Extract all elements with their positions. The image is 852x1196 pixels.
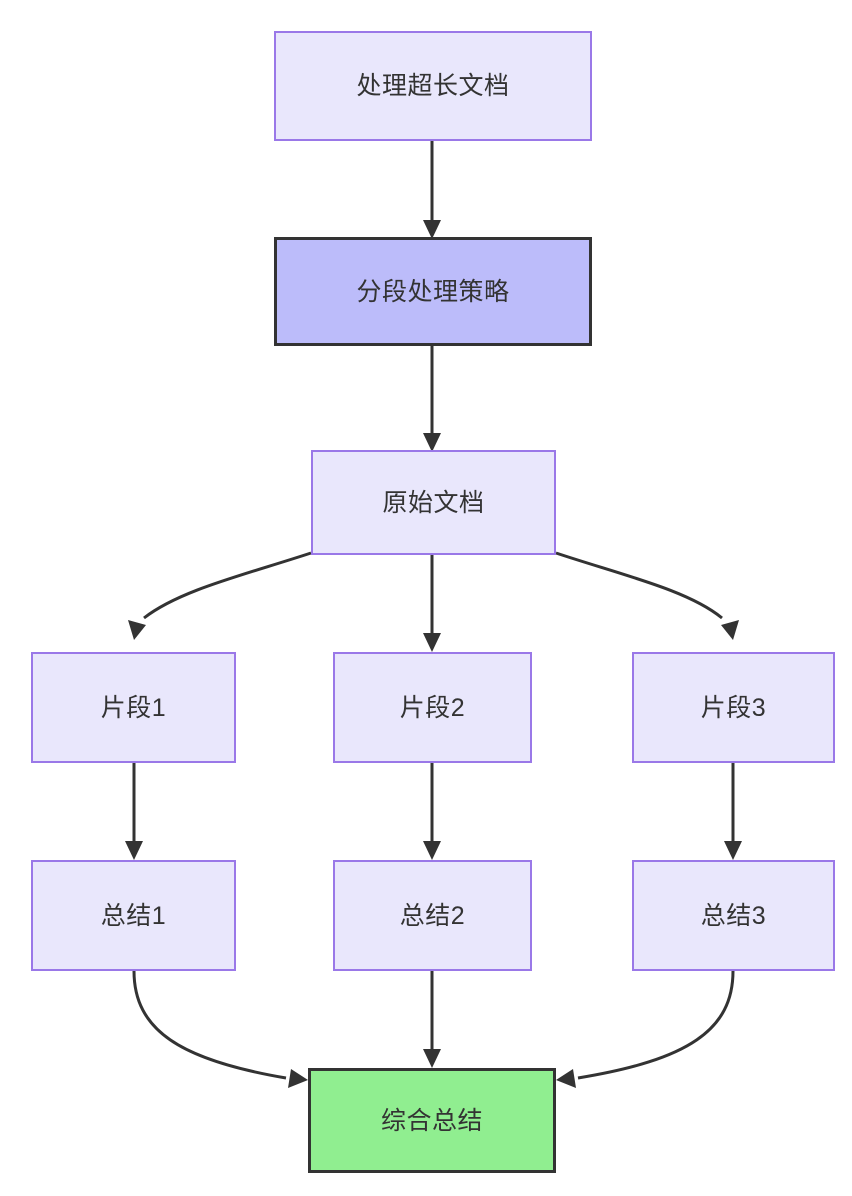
node-summary-3[interactable]: 总结3 [632, 860, 835, 971]
node-label: 原始文档 [382, 488, 485, 517]
edge-source-to-fragment1 [128, 551, 312, 640]
node-comprehensive-summary[interactable]: 综合总结 [308, 1068, 556, 1173]
edge-fragment1-to-summary1 [125, 763, 143, 860]
node-label: 综合总结 [380, 1106, 483, 1135]
node-label: 分段处理策略 [356, 277, 510, 306]
edge-fragment3-to-summary3 [724, 763, 742, 860]
node-summary-2[interactable]: 总结2 [333, 860, 532, 971]
node-label: 片段2 [399, 693, 466, 722]
edge-strategy-to-source [423, 346, 441, 452]
node-fragment-1[interactable]: 片段1 [31, 652, 236, 763]
node-label: 总结1 [100, 901, 167, 930]
edge-summary2-to-final [423, 971, 441, 1068]
edge-doc-to-strategy [423, 141, 441, 239]
edge-summary3-to-final [556, 970, 735, 1088]
node-fragment-3[interactable]: 片段3 [632, 652, 835, 763]
node-fragment-2[interactable]: 片段2 [333, 652, 532, 763]
node-label: 处理超长文档 [356, 72, 510, 100]
node-label: 片段3 [700, 693, 767, 722]
node-source-document[interactable]: 原始文档 [311, 450, 556, 555]
node-label: 总结2 [399, 901, 466, 930]
edge-summary1-to-final [132, 970, 308, 1088]
node-summary-1[interactable]: 总结1 [31, 860, 236, 971]
edge-fragment2-to-summary2 [423, 763, 441, 860]
node-label: 片段1 [100, 693, 167, 722]
node-process-long-document[interactable]: 处理超长文档 [274, 31, 592, 141]
edge-source-to-fragment3 [555, 551, 739, 640]
node-label: 总结3 [700, 901, 767, 930]
node-chunking-strategy[interactable]: 分段处理策略 [274, 237, 592, 346]
edge-source-to-fragment2 [423, 555, 441, 652]
